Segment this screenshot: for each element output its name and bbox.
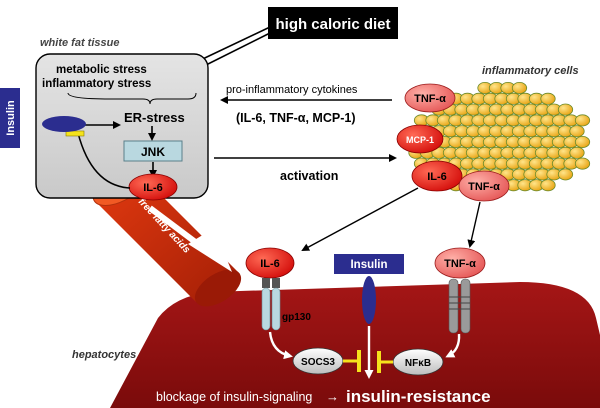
activation-label: activation xyxy=(280,169,338,183)
stress-brace xyxy=(67,92,197,105)
metabolic-stress-label: metabolic stress xyxy=(56,64,147,76)
il6-node-fat xyxy=(128,173,178,201)
inflammatory-cells-title: inflammatory cells xyxy=(482,65,579,77)
tnf-node-bottom xyxy=(458,170,510,202)
inflammatory-cell xyxy=(557,103,574,116)
inflammatory-cell xyxy=(540,179,556,192)
inflammatory-cell xyxy=(540,92,556,105)
tnf-node-liver xyxy=(434,247,486,279)
il6-liver-label: IL-6 xyxy=(260,258,280,270)
inflammatory-cell xyxy=(574,135,591,148)
tnf-receptor xyxy=(448,278,471,334)
inflammatory-cell xyxy=(574,114,591,127)
gp130-label: gp130 xyxy=(282,312,311,323)
nfkb-label: NFκB xyxy=(405,358,431,369)
socs3-label: SOCS3 xyxy=(301,357,335,368)
white-fat-title: white fat tissue xyxy=(40,37,119,49)
inhibition-bar-fat xyxy=(65,130,85,137)
gp130-receptor xyxy=(261,278,281,331)
white-fat-box xyxy=(35,53,209,199)
il6-node-inflammatory xyxy=(411,160,463,192)
mcp1-label: MCP-1 xyxy=(406,135,434,145)
liver-shape xyxy=(110,282,600,408)
inflammatory-cell xyxy=(569,146,585,159)
mcp1-node xyxy=(396,124,444,154)
cytokines-caption: pro-inflammatory cytokines xyxy=(226,84,358,96)
insulin-side-tab xyxy=(0,88,20,148)
tnf-to-nfkb-arrow xyxy=(445,333,461,358)
ffa-arrow-head xyxy=(188,228,232,272)
tnf-bottom-label: TNF-α xyxy=(468,181,500,193)
insulin-resistance-caption: insulin-resistance xyxy=(346,387,491,406)
insulin-box-liver xyxy=(334,254,404,274)
diet-box xyxy=(268,7,398,39)
inflammatory-stress-label: inflammatory stress xyxy=(42,78,151,90)
cytokines-list: (IL-6, TNF-α, MCP-1) xyxy=(236,111,355,125)
gp130-to-socs3-arrow xyxy=(268,331,293,360)
tnf-down-arrow xyxy=(467,201,481,248)
il6-inflammatory-label: IL-6 xyxy=(427,171,447,183)
tnf-top-label: TNF-α xyxy=(414,93,446,105)
inflammatory-cell xyxy=(557,168,574,181)
insulin-receptor-fat xyxy=(42,116,86,132)
inflammatory-cell xyxy=(569,125,585,138)
blockage-arrow: → xyxy=(326,389,339,404)
tnf-node-top xyxy=(404,83,456,113)
il6-inhibition-curve xyxy=(77,132,131,189)
er-stress-label: ER-stress xyxy=(124,110,185,125)
inflammatory-cell xyxy=(574,157,591,170)
il6-down-arrow xyxy=(301,187,419,251)
jnk-box xyxy=(123,140,183,162)
tnf-liver-label: TNF-α xyxy=(444,258,476,270)
inflammatory-cell xyxy=(511,82,528,95)
diet-label: high caloric diet xyxy=(275,16,390,33)
hepatocyte-region xyxy=(110,282,600,408)
insulin-receptor-liver xyxy=(362,276,376,324)
insulin-side-label: Insulin xyxy=(5,100,17,136)
jnk-label: JNK xyxy=(141,145,165,159)
hepatocytes-label: hepatocytes xyxy=(72,349,136,361)
il6-fat-label: IL-6 xyxy=(143,182,163,194)
blockage-caption: blockage of insulin-signaling xyxy=(156,390,312,404)
insulin-liver-label: Insulin xyxy=(350,259,387,271)
